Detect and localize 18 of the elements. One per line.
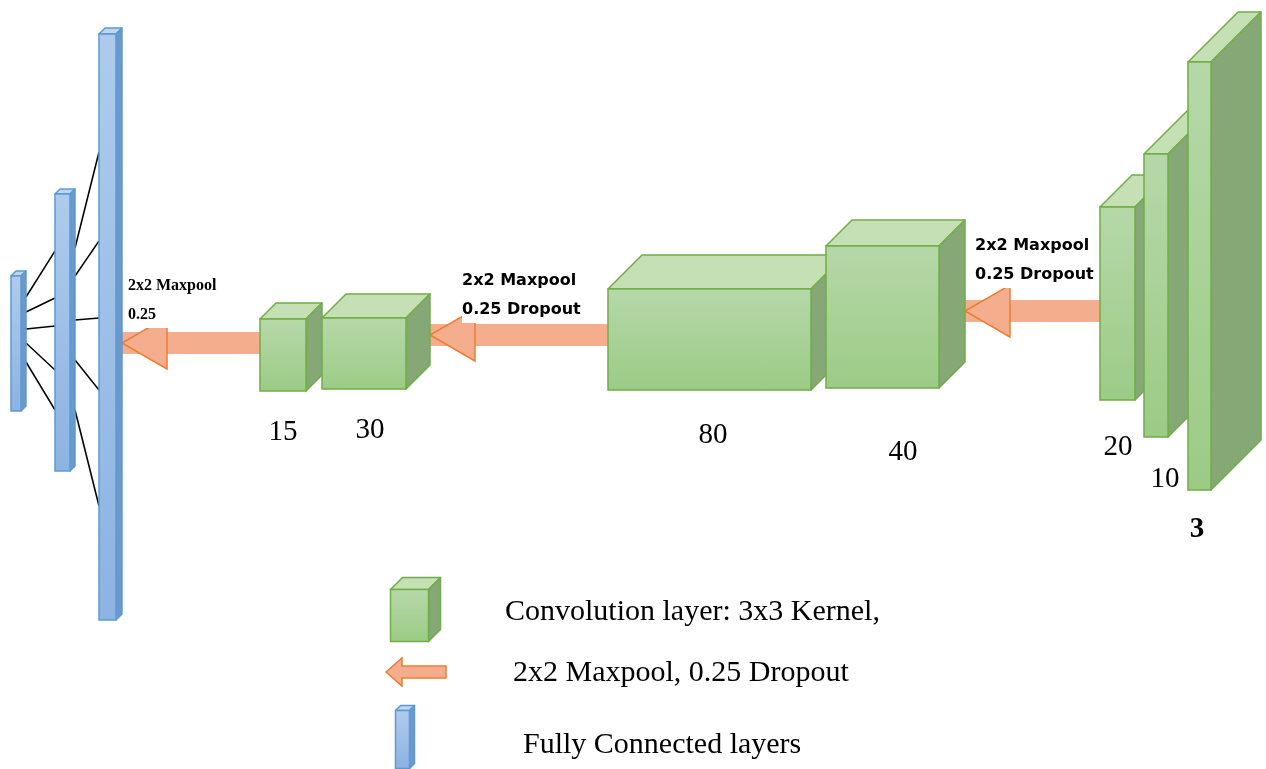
connection-line — [74, 359, 100, 391]
connection-line — [74, 240, 100, 277]
connection-line — [25, 342, 56, 371]
legend-text: Convolution layer: 3x3 Kernel, — [505, 592, 880, 628]
connection-line — [25, 250, 56, 298]
legend-text: Fully Connected layers — [523, 725, 802, 761]
layer-size-label: 20 — [1103, 429, 1133, 461]
layer-size-label: 80 — [698, 417, 728, 449]
legend-text: 2x2 Maxpool, 0.25 Dropout — [513, 653, 849, 689]
layer-size-label: 3 — [1189, 511, 1205, 543]
connection-line — [25, 297, 56, 313]
layer-size-label: 30 — [355, 412, 385, 444]
connection-line — [74, 317, 100, 321]
connection-line — [25, 361, 56, 411]
layer-size-label: 15 — [268, 414, 298, 446]
layer-size-label: 40 — [888, 434, 918, 466]
connection-line — [25, 325, 56, 330]
layer-size-label: 10 — [1150, 461, 1180, 493]
